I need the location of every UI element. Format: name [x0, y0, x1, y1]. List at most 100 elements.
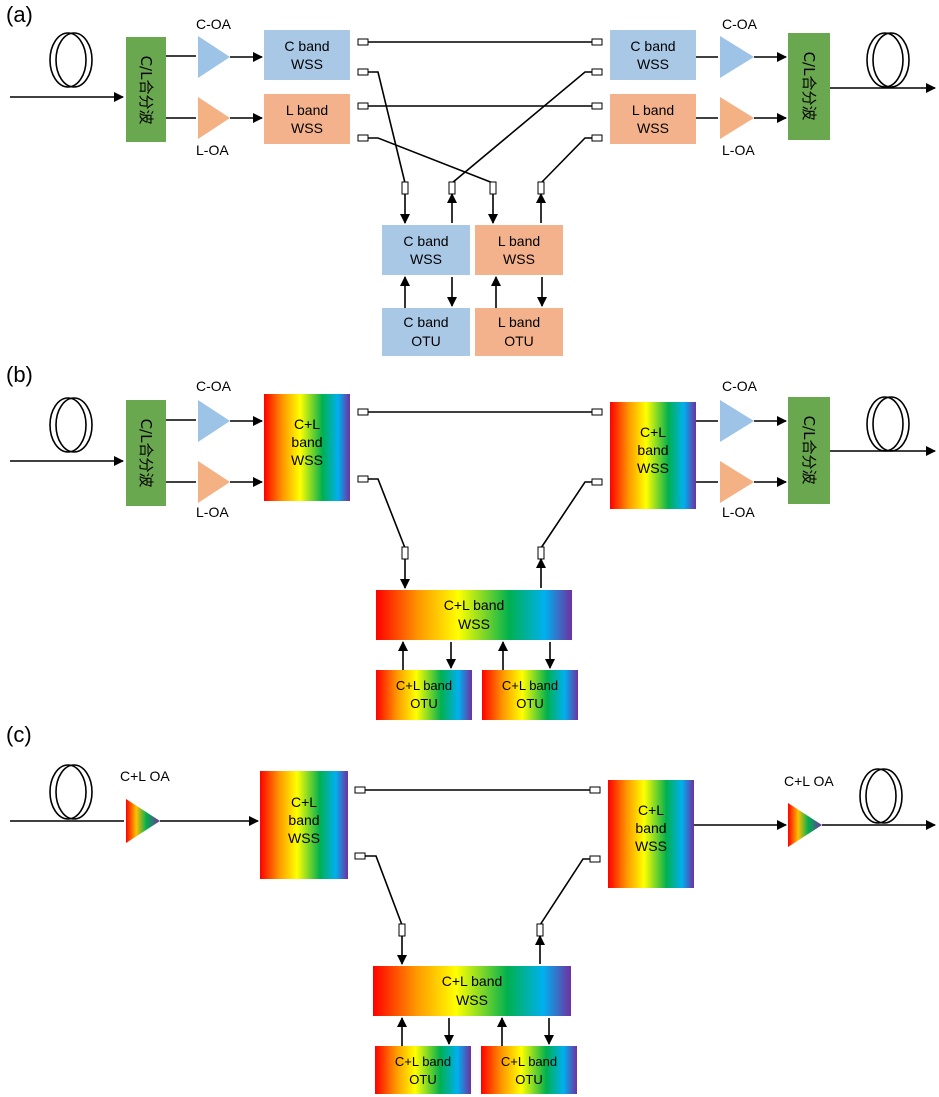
ingress-l-wss-line2: WSS — [291, 120, 323, 136]
cl-mux-box — [126, 37, 166, 142]
egress-cl-oa-amplifier-icon — [788, 803, 822, 847]
egress-cl-band-wss — [610, 402, 696, 509]
ingress-cl-wss-line2: band — [288, 812, 319, 828]
l-oa-amplifier-icon — [198, 461, 230, 503]
fiber-coil-icon — [49, 32, 93, 88]
add-drop-cl-band-wss — [373, 966, 571, 1016]
l-otu-line2: OTU — [504, 333, 534, 349]
cl-band-otu-2 — [481, 1046, 577, 1094]
panel-a: (a) C/L合分波 C-OA L-OA C band WSS L band W… — [6, 2, 936, 356]
l-add-line — [540, 137, 598, 184]
otu1-line2: OTU — [410, 696, 437, 711]
egress-l-wss-line2: WSS — [637, 120, 669, 136]
egress-cl-wss-line2: band — [637, 442, 668, 458]
cl-band-otu-1 — [375, 1046, 471, 1094]
c-otu-line1: C band — [403, 314, 448, 330]
panel-c-label: (c) — [6, 722, 32, 747]
egress-cl-wss-line1: C+L — [638, 802, 664, 818]
panel-b-label: (b) — [6, 362, 33, 387]
l-drop-line — [362, 137, 494, 184]
cl-band-otu-1 — [376, 670, 472, 720]
egress-cl-mux-label: C/L合分波 — [800, 416, 818, 485]
otu2-line1: C+L band — [502, 678, 558, 693]
egress-c-wss-line1: C band — [630, 38, 675, 54]
cl-band-otu-2 — [482, 670, 578, 720]
otu2-line1: C+L band — [501, 1054, 557, 1069]
panel-a-label: (a) — [6, 2, 33, 27]
add-drop-cl-band-wss — [376, 590, 572, 640]
otu1-line2: OTU — [409, 1072, 436, 1087]
egress-l-wss-line1: L band — [632, 102, 674, 118]
ingress-cl-wss-line3: WSS — [288, 830, 320, 846]
otu1-line1: C+L band — [396, 678, 452, 693]
cl-oa-amplifier-icon — [126, 799, 160, 843]
c-band-otu — [382, 308, 470, 356]
ad-cl-wss-line1: C+L band — [444, 597, 505, 613]
c-oa-amplifier-icon — [198, 36, 230, 78]
egress-cl-wss-line3: WSS — [637, 460, 669, 476]
l-oa-label: L-OA — [196, 142, 229, 158]
cl-oa-label: C+L OA — [120, 768, 170, 784]
ingress-cl-wss-line1: C+L — [291, 794, 317, 810]
c-oa-label: C-OA — [196, 378, 232, 394]
ingress-l-band-wss — [264, 94, 350, 144]
port-connectors — [357, 408, 603, 560]
c-otu-line2: OTU — [411, 333, 441, 349]
egress-c-oa-amplifier-icon — [720, 36, 754, 78]
l-band-otu — [475, 308, 563, 356]
l-otu-line1: L band — [498, 314, 540, 330]
ingress-c-wss-line2: WSS — [291, 56, 323, 72]
ad-c-wss-line2: WSS — [410, 251, 442, 267]
panel-b: (b) C/L合分波 C-OA L-OA C+L band WSS C+L ba… — [6, 362, 936, 720]
egress-c-wss-line2: WSS — [637, 56, 669, 72]
output-fiber-coil-icon — [866, 396, 910, 452]
ad-l-wss-line2: WSS — [503, 251, 535, 267]
port-connectors — [354, 786, 601, 937]
ingress-cl-wss-line1: C+L — [294, 416, 320, 432]
otu2-line2: OTU — [516, 696, 543, 711]
port-connectors — [357, 38, 603, 195]
fiber-coil-icon — [49, 397, 93, 453]
egress-cl-oa-label: C+L OA — [784, 773, 834, 789]
cl-add-line — [540, 481, 598, 549]
otu1-line1: C+L band — [395, 1054, 451, 1069]
ad-c-wss-line1: C band — [403, 233, 448, 249]
egress-l-oa-label: L-OA — [722, 142, 755, 158]
ingress-c-wss-line1: C band — [284, 38, 329, 54]
cl-mux-label: C/L合分波 — [137, 419, 155, 488]
c-drop-line — [362, 71, 406, 184]
l-oa-label: L-OA — [196, 504, 229, 520]
egress-c-oa-label: C-OA — [722, 378, 758, 394]
ingress-cl-band-wss — [264, 394, 350, 501]
ingress-cl-wss-line3: WSS — [291, 452, 323, 468]
c-oa-label: C-OA — [196, 16, 232, 32]
ingress-l-wss-line1: L band — [286, 102, 328, 118]
ad-l-wss-line1: L band — [498, 233, 540, 249]
ad-cl-wss-line2: WSS — [456, 992, 488, 1008]
fiber-coil-icon — [49, 764, 93, 820]
l-oa-amplifier-icon — [198, 97, 230, 139]
egress-cl-wss-line1: C+L — [640, 424, 666, 440]
ingress-c-band-wss — [264, 30, 350, 80]
egress-c-oa-amplifier-icon — [720, 400, 754, 442]
egress-l-band-wss — [610, 94, 696, 144]
egress-c-band-wss — [610, 30, 696, 80]
egress-cl-mux-label: C/L合分波 — [800, 52, 818, 121]
egress-cl-mux-box — [788, 33, 830, 140]
otu2-line2: OTU — [515, 1072, 542, 1087]
egress-cl-wss-line3: WSS — [635, 838, 667, 854]
output-fiber-coil-icon — [859, 768, 903, 824]
egress-l-oa-label: L-OA — [722, 504, 755, 520]
panel-c: (c) C+L OA C+L band WSS C+L band WSS — [6, 722, 936, 1094]
egress-c-oa-label: C-OA — [722, 16, 758, 32]
egress-l-oa-amplifier-icon — [720, 461, 754, 503]
cl-add-line — [539, 858, 596, 926]
add-drop-c-band-wss — [382, 225, 470, 275]
ingress-cl-band-wss — [260, 771, 348, 879]
ad-cl-wss-line1: C+L band — [442, 973, 503, 989]
cl-drop-line — [362, 478, 406, 549]
egress-l-oa-amplifier-icon — [720, 97, 754, 139]
c-oa-amplifier-icon — [198, 400, 230, 442]
ad-cl-wss-line2: WSS — [458, 616, 490, 632]
